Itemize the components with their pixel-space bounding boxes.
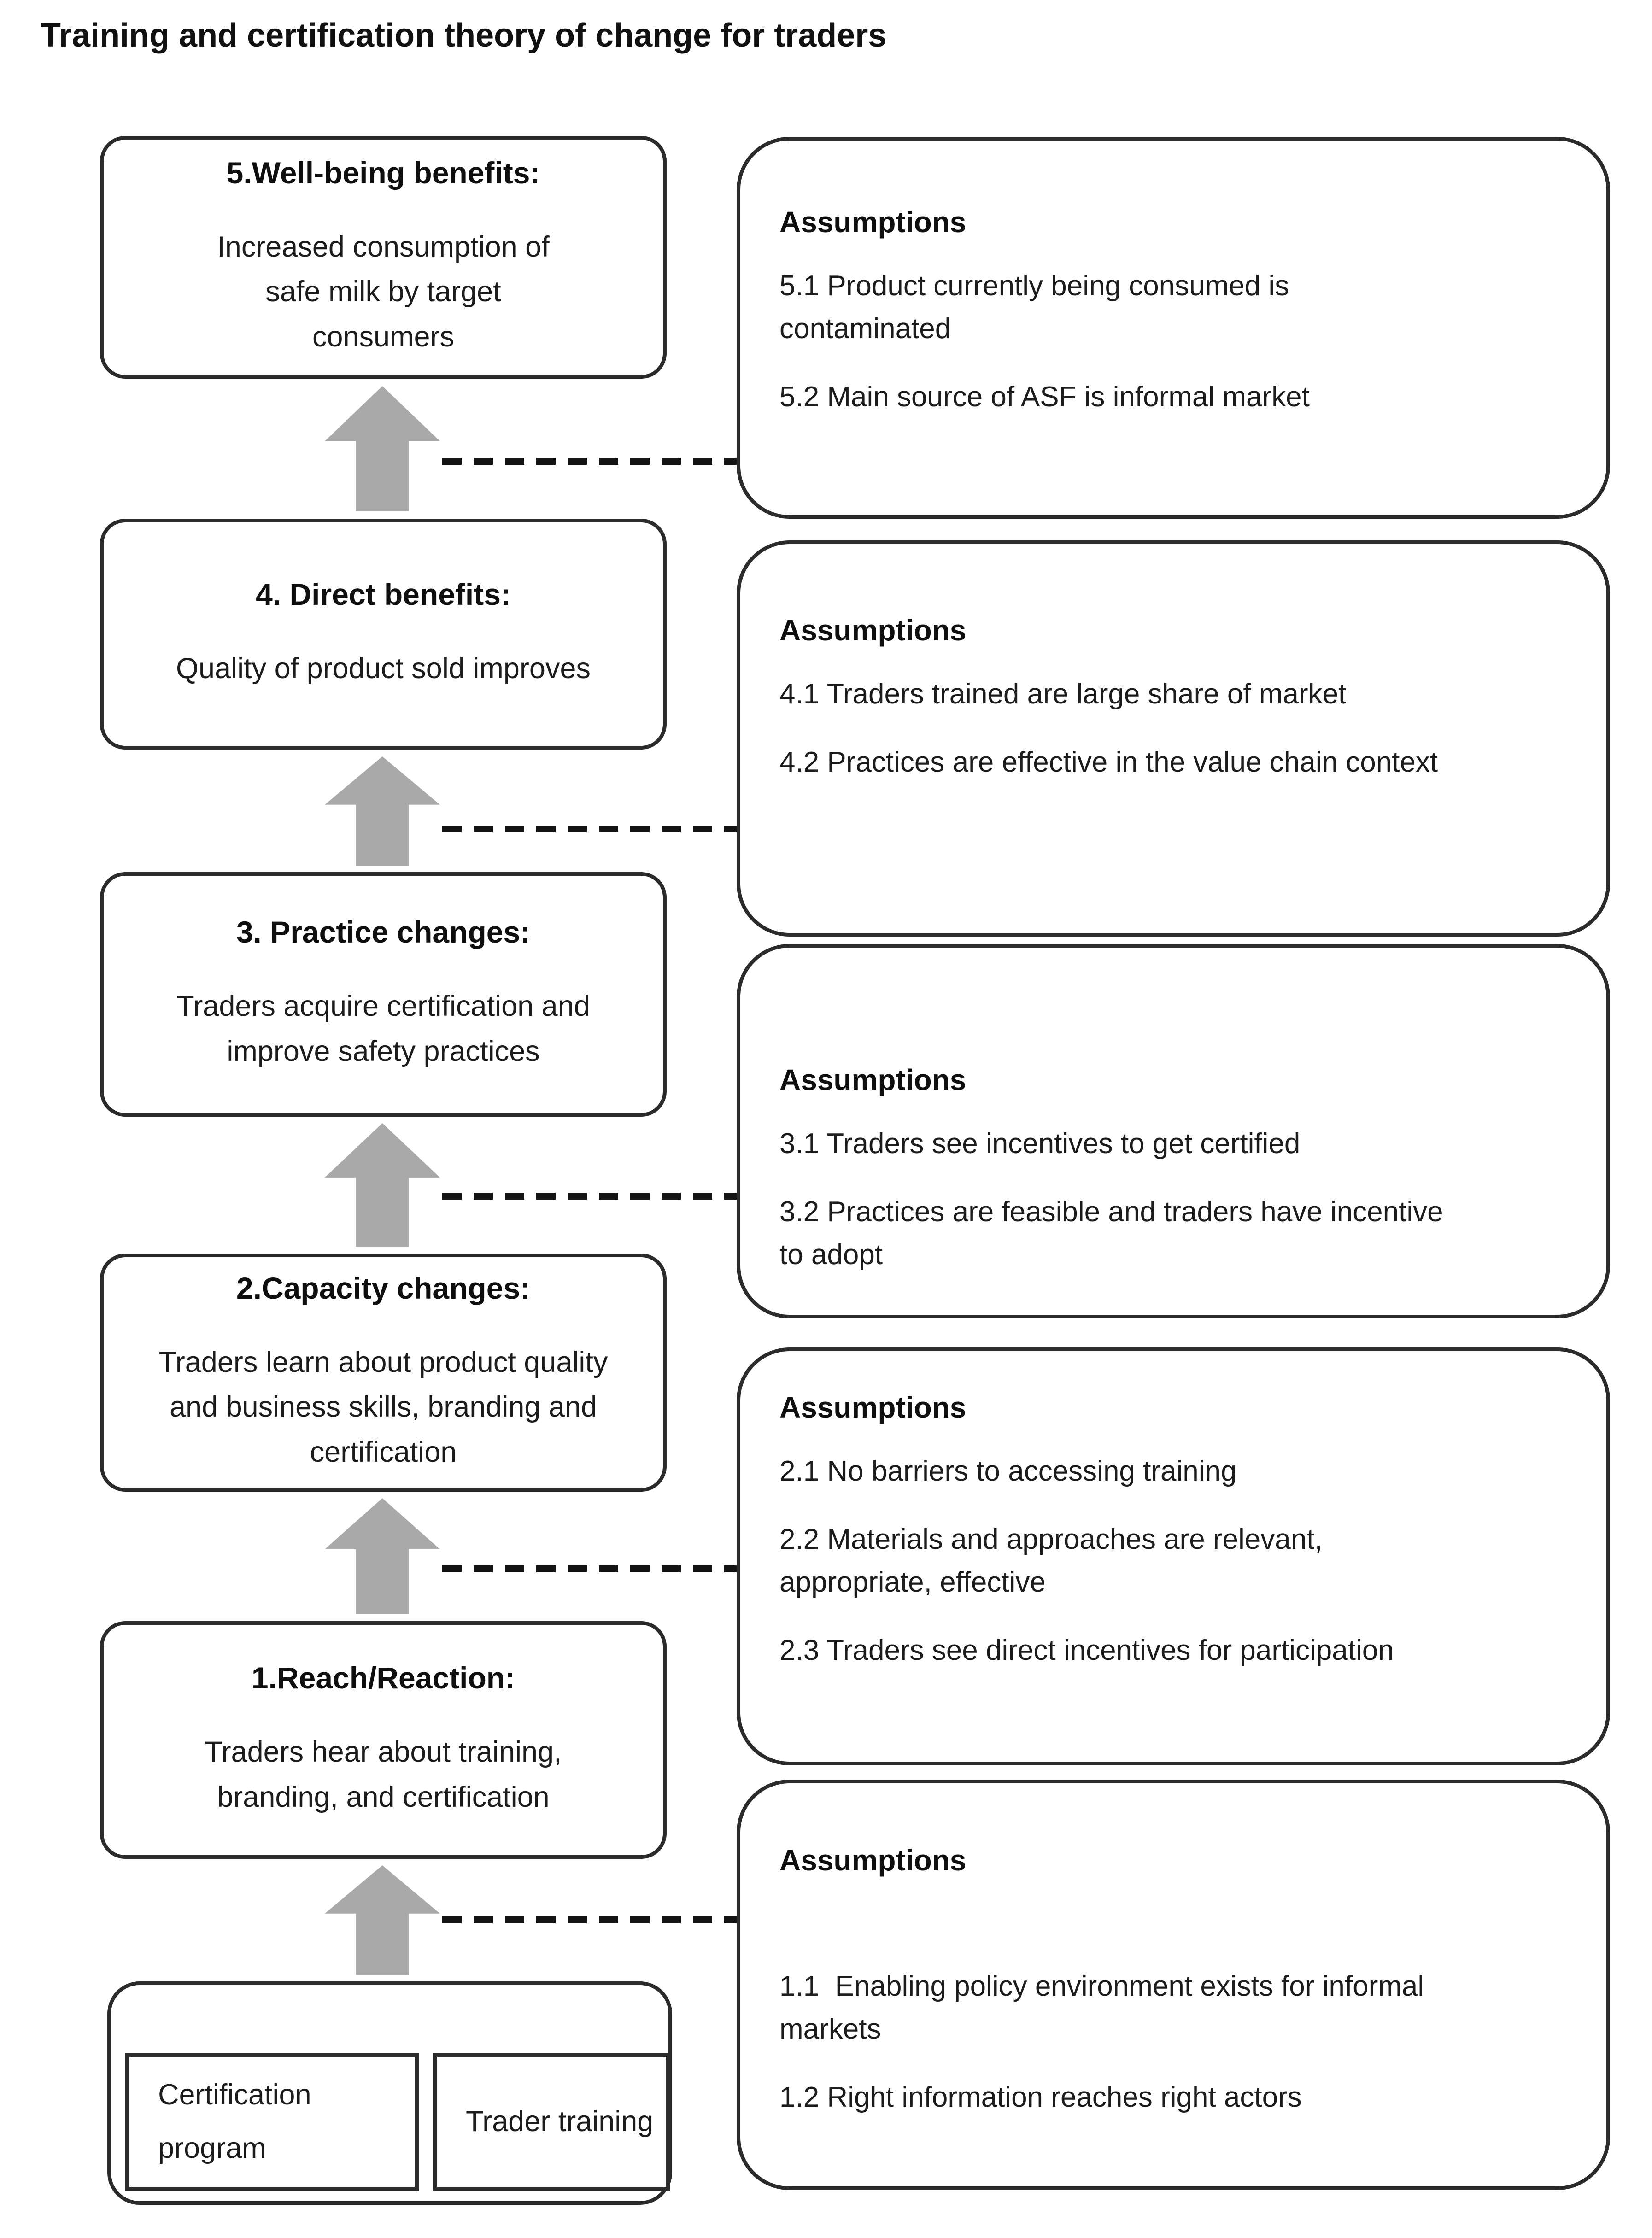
dashed-connector bbox=[442, 1916, 737, 1923]
assumption-item: 5.1 Product currently being consumed is … bbox=[779, 270, 1297, 345]
outcome-box-body: Increased consumption of safe milk by ta… bbox=[217, 230, 550, 353]
input-label: Trader training bbox=[466, 2105, 654, 2138]
dashed-connector bbox=[442, 1193, 737, 1200]
outcome-box-title: 2.Capacity changes: bbox=[236, 1271, 531, 1305]
assumption-item: 4.1 Traders trained are large share of m… bbox=[779, 678, 1347, 710]
outcome-box-title: 5.Well-being benefits: bbox=[226, 155, 540, 190]
assumptions-heading: Assumptions bbox=[779, 1391, 967, 1424]
outcome-box-body: Quality of product sold improves bbox=[176, 652, 591, 685]
outcome-box-body: Traders acquire certification and improv… bbox=[176, 990, 590, 1067]
outcome-box-title: 1.Reach/Reaction: bbox=[251, 1660, 516, 1695]
dashed-connector bbox=[442, 458, 737, 465]
up-arrow-icon bbox=[325, 386, 440, 511]
input-label: Certification program bbox=[158, 2079, 311, 2164]
outcome-box-body: Traders hear about training, branding, a… bbox=[205, 1735, 562, 1813]
assumptions-box-2: Assumptions 2.1 No barriers to accessing… bbox=[737, 1347, 1610, 1765]
outcome-box-5-wellbeing-benefits: 5.Well-being benefits: Increased consump… bbox=[100, 136, 667, 379]
assumption-item: 3.1 Traders see incentives to get certif… bbox=[779, 1128, 1301, 1160]
up-arrow-icon bbox=[325, 756, 440, 866]
inputs-container-box: Certification program Trader training bbox=[107, 1981, 672, 2205]
up-arrow-icon bbox=[325, 1498, 440, 1614]
assumption-item: 2.3 Traders see direct incentives for pa… bbox=[779, 1635, 1394, 1666]
assumptions-heading: Assumptions bbox=[779, 614, 967, 647]
assumptions-box-1: Assumptions 1.1 Enabling policy environm… bbox=[737, 1780, 1610, 2190]
page-title: Training and certification theory of cha… bbox=[41, 17, 887, 54]
up-arrow-icon bbox=[325, 1865, 440, 1975]
assumption-item: 4.2 Practices are effective in the value… bbox=[779, 746, 1438, 778]
up-arrow-icon bbox=[325, 1123, 440, 1247]
outcome-box-1-reach-reaction: 1.Reach/Reaction: Traders hear about tra… bbox=[100, 1621, 667, 1859]
assumptions-box-4: Assumptions 4.1 Traders trained are larg… bbox=[737, 540, 1610, 937]
outcome-box-title: 4. Direct benefits: bbox=[256, 577, 511, 612]
input-trader-training: Trader training bbox=[433, 2053, 670, 2191]
assumptions-box-3: Assumptions 3.1 Traders see incentives t… bbox=[737, 944, 1610, 1318]
assumption-item: 1.1 Enabling policy environment exists f… bbox=[779, 1970, 1432, 2045]
assumptions-heading: Assumptions bbox=[779, 1844, 967, 1877]
assumptions-heading: Assumptions bbox=[779, 205, 967, 239]
assumptions-heading: Assumptions bbox=[779, 1063, 967, 1096]
assumption-item: 3.2 Practices are feasible and traders h… bbox=[779, 1196, 1451, 1271]
dashed-connector bbox=[442, 826, 737, 832]
outcome-box-3-practice-changes: 3. Practice changes: Traders acquire cer… bbox=[100, 872, 667, 1117]
outcome-box-body: Traders learn about product quality and … bbox=[158, 1346, 608, 1468]
outcome-box-4-direct-benefits: 4. Direct benefits: Quality of product s… bbox=[100, 519, 667, 750]
assumption-item: 1.2 Right information reaches right acto… bbox=[779, 2081, 1302, 2113]
assumptions-box-5: Assumptions 5.1 Product currently being … bbox=[737, 137, 1610, 519]
assumption-item: 2.2 Materials and approaches are relevan… bbox=[779, 1523, 1330, 1598]
outcome-box-2-capacity-changes: 2.Capacity changes: Traders learn about … bbox=[100, 1254, 667, 1492]
input-certification-program: Certification program bbox=[125, 2053, 419, 2191]
outcome-box-title: 3. Practice changes: bbox=[236, 915, 531, 949]
dashed-connector bbox=[442, 1565, 737, 1572]
assumption-item: 5.2 Main source of ASF is informal marke… bbox=[779, 381, 1310, 413]
assumption-item: 2.1 No barriers to accessing training bbox=[779, 1455, 1237, 1487]
